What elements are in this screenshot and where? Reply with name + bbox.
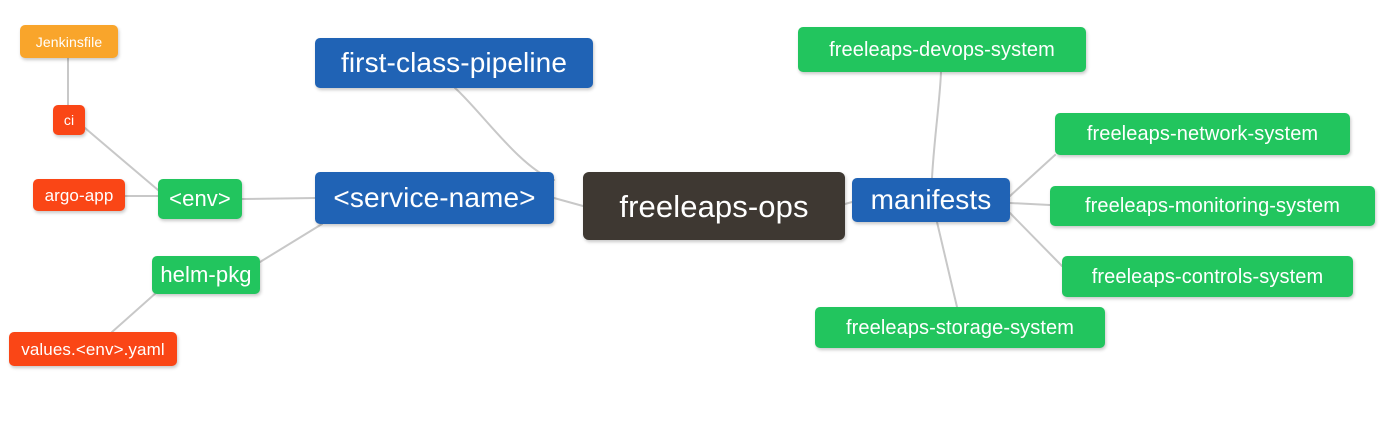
mindmap-node-label: Jenkinsfile (35, 33, 103, 50)
mindmap-node-label: <service-name> (333, 182, 536, 213)
mindmap-edge-freeleaps-ops-to-service-name (553, 197, 584, 207)
mindmap-edge-manifests-to-freeleaps-monitoring-system (1009, 202, 1051, 206)
mindmap-edge-service-name-to-env (241, 197, 316, 200)
mindmap-node-label: freeleaps-controls-system (1091, 265, 1324, 288)
mindmap-node-freeleaps-devops-system[interactable]: freeleaps-devops-system (798, 27, 1086, 72)
mindmap-node-label: freeleaps-network-system (1086, 123, 1319, 145)
mindmap-node-env[interactable]: <env> (158, 179, 242, 219)
mindmap-node-manifests[interactable]: manifests (852, 178, 1010, 222)
mindmap-node-freeleaps-monitoring-system[interactable]: freeleaps-monitoring-system (1050, 186, 1375, 226)
mindmap-node-label: values.<env>.yaml (21, 339, 165, 359)
mindmap-node-label: manifests (870, 184, 992, 215)
mindmap-node-helm-pkg[interactable]: helm-pkg (152, 256, 260, 294)
mindmap-edge-manifests-to-freeleaps-devops-system (931, 71, 942, 179)
mindmap-node-label: ci (63, 112, 75, 128)
mindmap-root-node-freeleaps-ops[interactable]: freeleaps-ops (583, 172, 845, 240)
mindmap-node-freeleaps-controls-system[interactable]: freeleaps-controls-system (1062, 256, 1353, 297)
mindmap-node-freeleaps-storage-system[interactable]: freeleaps-storage-system (815, 307, 1105, 348)
mindmap-node-first-class-pipeline[interactable]: first-class-pipeline (315, 38, 593, 88)
mindmap-node-label: freeleaps-storage-system (845, 316, 1075, 339)
mindmap-node-jenkinsfile[interactable]: Jenkinsfile (20, 25, 118, 58)
mindmap-edge-service-name-to-first-class-pipeline (454, 87, 555, 181)
mindmap-node-label: freeleaps-monitoring-system (1084, 195, 1340, 217)
mindmap-edge-manifests-to-freeleaps-storage-system (936, 221, 958, 308)
mindmap-node-label: argo-app (44, 185, 114, 205)
mindmap-edge-manifests-to-freeleaps-network-system (1009, 154, 1056, 197)
mindmap-edge-service-name-to-helm-pkg (259, 223, 323, 263)
mindmap-node-freeleaps-network-system[interactable]: freeleaps-network-system (1055, 113, 1350, 155)
mindmap-node-label: first-class-pipeline (340, 47, 568, 78)
mindmap-edge-freeleaps-ops-to-manifests (844, 201, 853, 205)
mindmap-node-label: freeleaps-devops-system (829, 38, 1055, 61)
mindmap-node-service-name[interactable]: <service-name> (315, 172, 554, 224)
mindmap-node-ci[interactable]: ci (53, 105, 85, 135)
mindmap-node-label: freeleaps-ops (619, 188, 809, 224)
mindmap-node-label: <env> (169, 186, 231, 211)
mindmap-node-values-env-yaml[interactable]: values.<env>.yaml (9, 332, 177, 366)
mindmap-edge-helm-pkg-to-values-env-yaml (111, 291, 158, 333)
mindmap-node-label: helm-pkg (160, 262, 252, 287)
mindmap-node-argo-app[interactable]: argo-app (33, 179, 125, 211)
